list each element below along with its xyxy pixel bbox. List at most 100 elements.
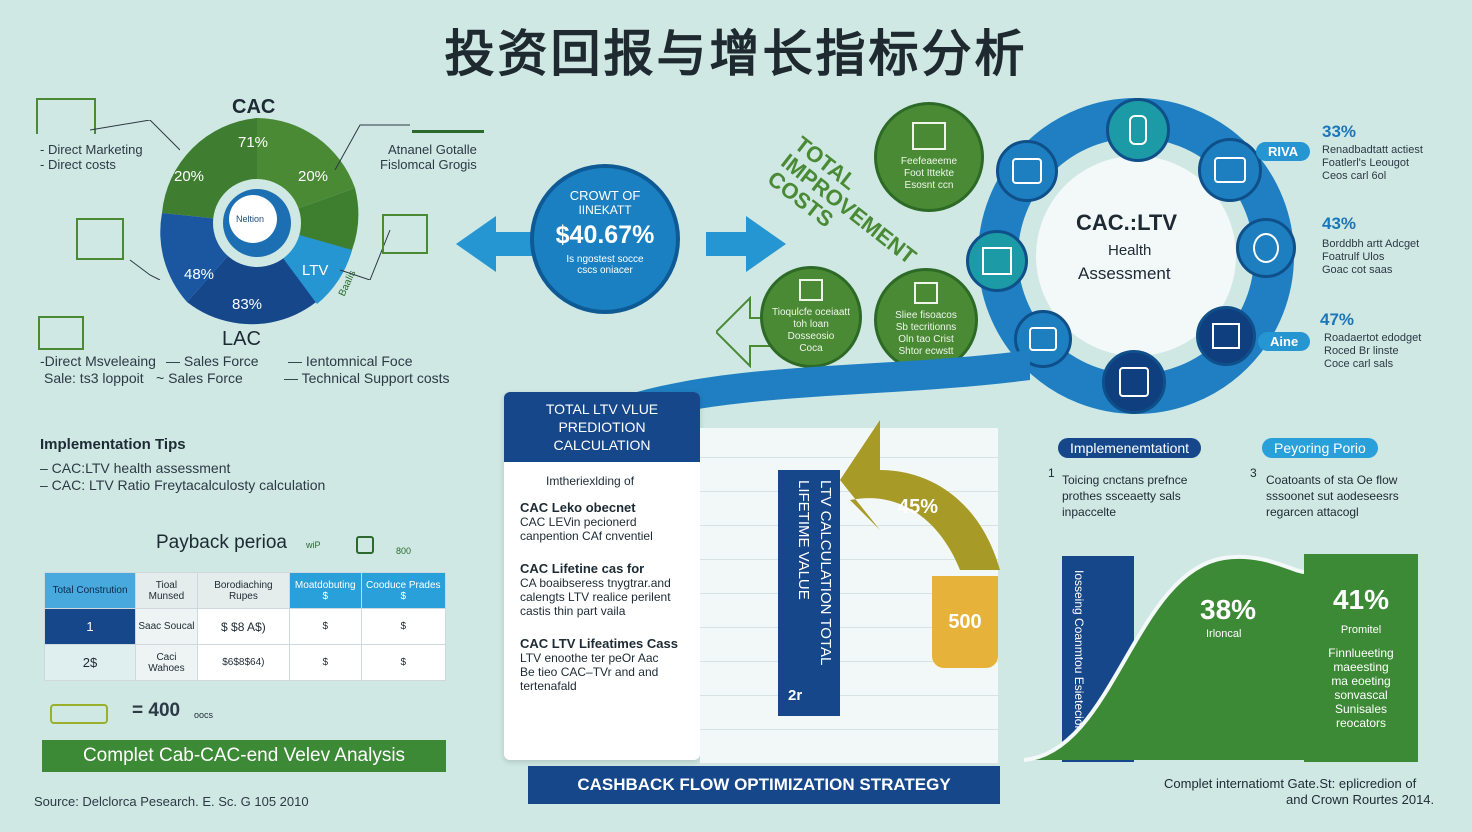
table-row: 1 Saac Soucal $ $8 A$) $ $ — [44, 608, 447, 645]
payback-num: 3 — [1250, 466, 1257, 480]
table-header-cell: Borodiaching Rupes — [196, 572, 290, 609]
growth-line1: CROWT OF — [569, 188, 641, 203]
connector-lines-right — [334, 124, 410, 280]
pie-label-ltv: LTV — [302, 262, 329, 279]
impl-tips-heading: Implementation Tips — [40, 436, 186, 453]
ltv-block-bold: CAC Leko obecnet — [520, 500, 636, 515]
payback-result-small: oocs — [194, 710, 214, 720]
right-pct-3: 47% — [1320, 310, 1355, 329]
lac-row1-c: — Ientomnical Foce — [288, 353, 413, 369]
impl-tip-2: – CAC: LTV Ratio Freytacalculosty calcul… — [40, 477, 326, 493]
bubble-text: toh loan — [793, 319, 829, 330]
table-cell: $ — [288, 608, 362, 645]
table-row: 2$ Caci Wahoes $6$8$64) $ $ — [44, 644, 447, 681]
ltv-card: TOTAL LTV VLUE PREDIOTION CALCULATION Im… — [504, 392, 700, 760]
bubble-text: Esosnt ccn — [904, 180, 954, 191]
cac-title: CAC — [232, 96, 276, 118]
right-pct-1: 33% — [1322, 122, 1357, 141]
ring-center-1: CAC.:LTV — [1076, 210, 1178, 235]
meeting-icon — [1029, 327, 1057, 351]
curve-small: Irloncal — [1206, 628, 1242, 640]
right-pct-2: 43% — [1322, 214, 1357, 233]
profile-icon — [1253, 233, 1279, 263]
table-cell: $ — [360, 608, 447, 645]
table-cell: Saac Soucal — [135, 608, 198, 645]
ltv-block-line: LTV enoothe ter peOr Aac — [520, 651, 659, 665]
green-column-line: Sunisales — [1334, 702, 1388, 716]
olive-arrow — [840, 420, 1000, 570]
green-column-pct: 41% — [1332, 584, 1390, 615]
bubble-text: Sliee fisoacos — [895, 310, 957, 321]
payback-result: = 400 — [132, 700, 181, 721]
ltv-header-2: PREDIOTION — [558, 419, 646, 435]
pie-slice-green-right — [257, 188, 359, 250]
payback-text-1: Coatoants of sta Oe flow — [1266, 473, 1398, 487]
bubble-text: Tioqulcfe oceiaatt — [771, 307, 850, 318]
bubble-text: Dosseosio — [787, 331, 835, 342]
growth-sub1: Is ngostest socce — [566, 254, 644, 265]
table-cell: $6$8$64) — [196, 644, 290, 681]
growth-line2: IINEKATT — [578, 203, 632, 217]
bubble-text: Oln tao Crist — [898, 334, 954, 345]
cac-left-note-2: - Direct costs — [40, 157, 116, 172]
chart-icon — [1212, 323, 1240, 349]
pie-label-20b: 20% — [298, 168, 329, 185]
table-cell: Caci Wahoes — [135, 644, 198, 681]
right-text-1c: Ceos carl 6ol — [1322, 170, 1387, 182]
growth-bubble: CROWT OF IINEKATT $40.67% Is ngostest so… — [530, 164, 680, 314]
box-500: 500 — [932, 576, 998, 668]
vertical-blue-bar: LTV CALCULATION TOTAL LIFETIME VALUE 2r — [778, 470, 840, 716]
blue-column-line: Iosseing — [1072, 570, 1086, 615]
right-text-3c: Coce carl sals — [1324, 358, 1394, 370]
right-tag-3: Aine — [1258, 332, 1311, 351]
impl-text-1: Toicing cnctans prefnce — [1062, 473, 1188, 487]
ltv-block-line: castis thin part vaila — [520, 604, 626, 618]
ltv-block-2: CAC Lifetine cas for CA boaibseress tnyg… — [504, 543, 700, 618]
building-icon — [982, 247, 1012, 275]
green-column-line: sonvascal — [1334, 688, 1388, 702]
bubble-icon — [799, 279, 823, 301]
ltv-block-line: Be tieo CAC–TVr and and — [520, 665, 659, 679]
right-text-3a: Roadaertot edodget — [1324, 332, 1422, 344]
arrow-pct: 45% — [898, 496, 939, 518]
green-column-line: reocators — [1335, 716, 1387, 730]
house-icon-left — [76, 218, 124, 260]
ltv-block-line: CA boaibseress tnygtrar.and — [520, 576, 671, 590]
green-column-lines: Finnlueeting maeesting ma eoeting sonvas… — [1304, 646, 1418, 730]
right-text-2b: Foatrulf Ulos — [1322, 251, 1385, 263]
ltv-block-line: calengts LTV realice perilent — [520, 590, 671, 604]
green-arrow-left — [716, 295, 816, 368]
ring-node-upper-right — [1198, 138, 1262, 202]
source-note: Source: Delclorca Pesearch. E. Sc. G 105… — [34, 794, 309, 809]
lac-row2-b: ~ Sales Force — [156, 370, 243, 386]
ltv-block-1: CAC Leko obecnet CAC LEVin pecionerd can… — [504, 488, 700, 543]
table-cell: $ — [360, 644, 447, 681]
green-column-line: ma eoeting — [1331, 674, 1391, 688]
ring-node-bottom — [1102, 350, 1166, 414]
analysis-bar: Complet Cab-CAC-end Velev Analysis — [42, 740, 446, 772]
ltv-block-line: tertenafald — [520, 679, 577, 693]
ltv-block-bold: CAC LTV Lifeatimes Cass — [520, 636, 678, 651]
ring-node-lower-right — [1196, 306, 1256, 366]
impl-text-2: prothes ssceaetty sals — [1062, 489, 1181, 503]
cash-flow-bar: CASHBACK FLOW OPTIMIZATION STRATEGY — [528, 766, 1000, 804]
ltv-block-bold: CAC Lifetine cas for — [520, 561, 645, 576]
pie-label-20a: 20% — [174, 168, 205, 185]
growth-value: $40.67% — [555, 221, 655, 249]
lock-icon — [356, 536, 374, 554]
footnote-2: and Crown Rourtes 2014. — [1286, 792, 1435, 807]
lac-title: LAC — [222, 328, 261, 350]
lac-row2-a: Sale: ts3 loppoit — [44, 370, 144, 386]
impl-tag: Implemenemtationt — [1058, 438, 1202, 458]
handshake-icon — [50, 704, 108, 724]
green-column-small: Promitel — [1340, 624, 1382, 636]
payback-tag: Peyoring Porio — [1262, 438, 1378, 458]
ring-center-2: Health — [1108, 242, 1152, 259]
blue-wave — [610, 350, 1030, 430]
table-header-row: Total Constrution Tioal Munsed Borodiach… — [44, 572, 447, 609]
connector-lines-left — [90, 120, 180, 280]
bubble-text: Sb tecritionns — [895, 322, 957, 333]
blue-column-line: Coanmtou — [1072, 618, 1086, 674]
table-cell: 2$ — [44, 644, 136, 681]
table-header-cell: Total Constrution — [44, 572, 136, 609]
